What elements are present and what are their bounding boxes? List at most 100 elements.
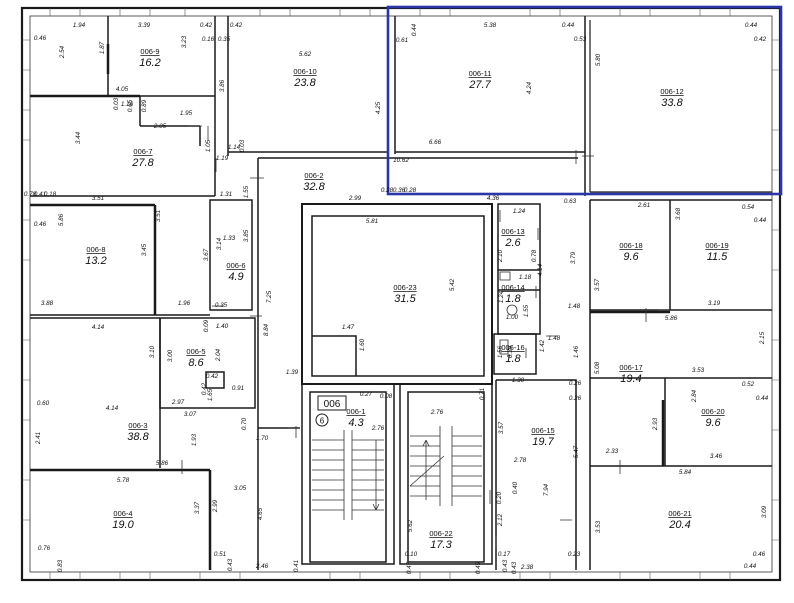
dimension-label: 1.39: [286, 369, 299, 376]
room-006-9: 006-916.2: [139, 47, 160, 69]
dimension-label: 3.23: [181, 35, 188, 48]
dimension-label: 1.47: [342, 324, 355, 331]
dimension-label: 6.66: [429, 139, 442, 146]
dimension-label: 0.42: [230, 22, 243, 29]
dimension-label: 0.17: [498, 551, 511, 558]
room-area: 1.8: [505, 293, 521, 305]
dimension-label: 0.44: [744, 563, 757, 570]
dimension-label: 0.08: [380, 393, 393, 400]
dimension-label: 2.04: [215, 348, 222, 362]
dimension-label: 2.99: [348, 195, 362, 202]
dimension-label: 7.25: [266, 290, 273, 303]
dimension-label: 0.35: [215, 302, 228, 309]
room-006-1: 006-14.3: [346, 407, 365, 429]
room-006-8: 006-813.2: [85, 245, 106, 267]
dimension-label: 2.76: [430, 409, 444, 416]
dimension-label: 3.85: [243, 229, 250, 242]
room-number: 006-7: [133, 147, 152, 156]
dimension-label: 3.86: [219, 79, 226, 92]
room-area: 16.2: [139, 57, 160, 69]
room-006-7: 006-727.8: [131, 147, 154, 169]
dimension-label: 2.76: [371, 425, 385, 432]
dimension-label: 2.93: [652, 417, 659, 431]
dimension-label: 2.15: [759, 331, 766, 345]
dimension-label: 5.80: [595, 53, 602, 66]
dimension-label: 2.78: [513, 457, 527, 464]
dimension-label: 0.41: [34, 191, 46, 198]
dimension-label: 0.52: [742, 381, 755, 388]
room-area: 33.8: [661, 97, 683, 109]
dimension-label: 1.19: [216, 155, 229, 162]
dimension-label: 0.23: [568, 551, 581, 558]
dimension-label: 0.41: [293, 560, 300, 572]
dimension-label: 5.78: [117, 477, 130, 484]
room-number: 006-21: [668, 509, 691, 518]
dimension-label: 2.33: [605, 448, 619, 455]
room-number: 006-20: [701, 407, 724, 416]
dimension-label: 1.93: [191, 433, 198, 446]
room-006-3: 006-338.8: [127, 421, 149, 443]
room-number: 006-8: [86, 245, 105, 254]
dimension-label: 0.53: [574, 36, 587, 43]
dimension-label: 5.86: [156, 460, 169, 467]
dimension-label: 0.43: [511, 561, 518, 574]
dimension-label: 3.57: [594, 278, 601, 291]
dimension-label: 4.14: [106, 405, 119, 412]
interior-walls: [30, 16, 772, 570]
room-number: 006-19: [705, 241, 728, 250]
dimension-label: 5.42: [449, 278, 456, 291]
dimension-label: 2.61: [637, 202, 650, 209]
room-number: 006-6: [226, 261, 245, 270]
room-number: 006-12: [660, 87, 683, 96]
dimension-label: 2.38: [520, 564, 534, 571]
dimension-label: 0.42: [201, 382, 208, 395]
dimension-label: 2.54: [59, 45, 66, 59]
room-area: 9.6: [705, 417, 721, 429]
dimension-label: 8.84: [263, 323, 270, 336]
dimension-label: 0.91: [232, 385, 244, 392]
dimension-label: 0.47: [406, 561, 413, 574]
dimension-label: 2.41: [35, 432, 42, 445]
stair-tag-circle: 6: [320, 417, 325, 426]
dimension-label: 1.42: [539, 339, 546, 352]
dimension-label: 3.37: [194, 501, 201, 514]
dimension-label: 0.43: [227, 558, 234, 571]
room-number: 006-10: [293, 67, 316, 76]
room-area: 9.6: [623, 251, 639, 263]
dimension-label: 1.87: [99, 41, 106, 54]
room-006-6: 006-64.9: [226, 261, 245, 283]
dimension-label: 0.18: [44, 191, 57, 198]
dimension-label: 3.07: [184, 411, 197, 418]
dimension-label: 10.62: [393, 157, 409, 164]
room-area: 1.8: [505, 353, 521, 365]
dimension-label: 0.39: [507, 345, 514, 358]
dimension-label: 1.33: [223, 235, 236, 242]
dimension-label: 0.26: [569, 395, 582, 402]
room-area: 19.0: [112, 519, 134, 531]
dimension-label: 1.16: [121, 101, 134, 108]
dimension-label: 0.44: [562, 22, 575, 29]
dimension-label: 3.45: [141, 243, 148, 256]
room-area: 13.2: [85, 255, 106, 267]
dimension-label: 0.60: [37, 400, 50, 407]
dimension-label: 0.28: [381, 187, 394, 194]
dimension-label: 4.05: [116, 86, 129, 93]
room-area: 27.8: [131, 157, 154, 169]
dimension-label: 1.94: [73, 22, 86, 29]
dimension-label: 0.44: [745, 22, 758, 29]
dimension-label: 0.46: [753, 551, 766, 558]
dimension-label: 1.14: [228, 144, 241, 151]
dimension-label: 7.94: [543, 483, 550, 496]
dimension-label: 0.78: [24, 191, 37, 198]
dimension-label: 3.79: [570, 251, 577, 264]
dimension-label: 2.84: [691, 389, 698, 403]
dimension-label: 0.46: [34, 221, 47, 228]
dimension-label: 4.25: [375, 101, 382, 114]
dimension-label: 0.40: [512, 481, 519, 494]
dimension-label: 3.88: [41, 300, 54, 307]
dimension-label: 2.46: [255, 563, 269, 570]
room-006-16: 006-161.8: [501, 343, 524, 365]
